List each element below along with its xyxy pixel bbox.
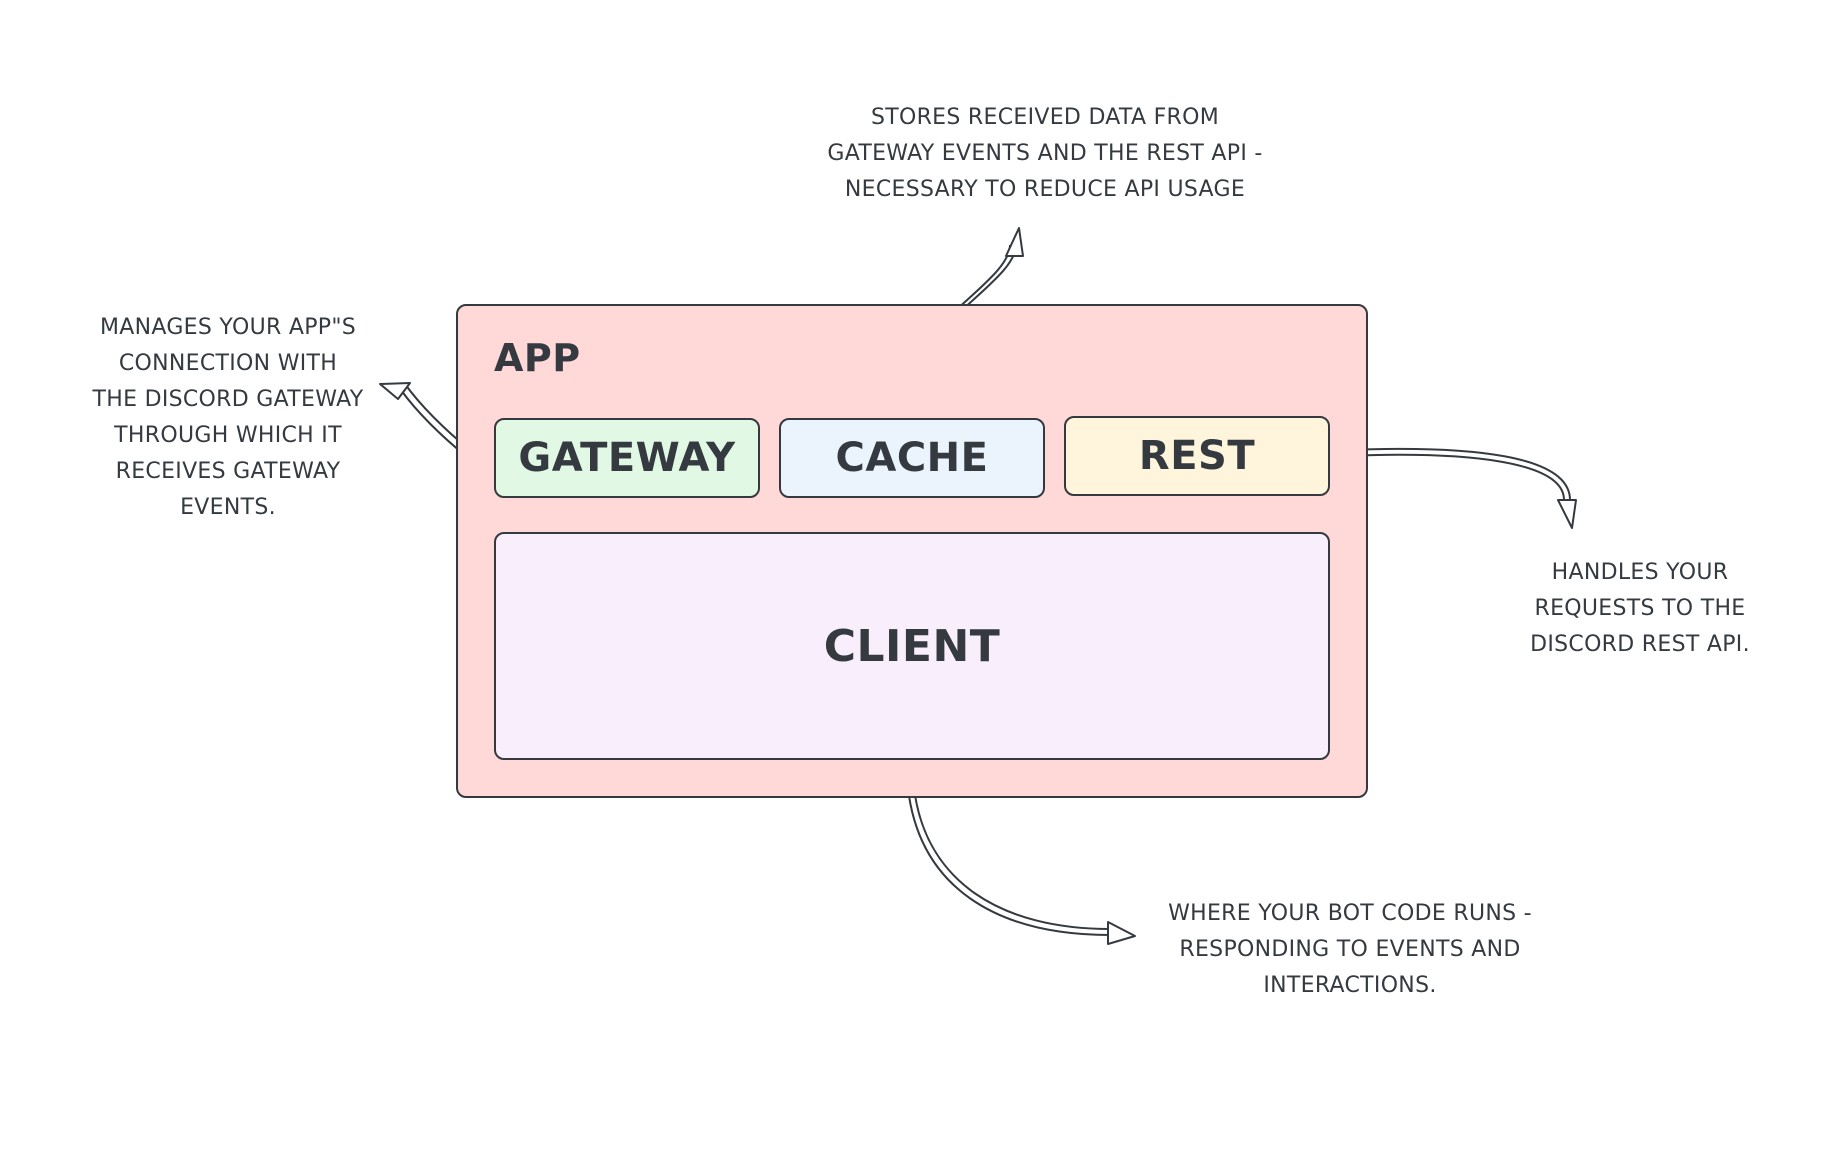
gateway-note-line: RECEIVES GATEWAY bbox=[115, 459, 341, 484]
client-note-line: WHERE YOUR BOT CODE RUNS - bbox=[1168, 901, 1532, 926]
gateway-note-line: MANAGES YOUR APP"S bbox=[99, 315, 357, 340]
rest-label: REST bbox=[1138, 433, 1256, 479]
client-note: WHERE YOUR BOT CODE RUNS - RESPONDING TO… bbox=[1130, 896, 1570, 1004]
client-label: CLIENT bbox=[823, 620, 1001, 672]
gateway-note-line: EVENTS. bbox=[180, 495, 276, 520]
gateway-note-line: THE DISCORD GATEWAY bbox=[92, 387, 364, 412]
gateway-arrowhead-left bbox=[379, 382, 411, 400]
client-connector bbox=[906, 777, 1111, 936]
rest-note: HANDLES YOUR REQUESTS TO THE DISCORD RES… bbox=[1480, 555, 1800, 663]
cache-note: STORES RECEIVED DATA FROM GATEWAY EVENTS… bbox=[780, 100, 1310, 208]
app-title: APP bbox=[494, 336, 581, 380]
cache-label: CACHE bbox=[835, 435, 989, 481]
cache-note-line: NECESSARY TO REDUCE API USAGE bbox=[844, 177, 1246, 202]
cache-arrowhead-top bbox=[1005, 227, 1024, 257]
rest-note-line: DISCORD REST API. bbox=[1530, 632, 1750, 657]
rest-connector-inner bbox=[1344, 453, 1565, 501]
client-arrowhead-right bbox=[1107, 921, 1136, 945]
cache-note-line: STORES RECEIVED DATA FROM bbox=[870, 105, 1220, 130]
rest-note-line: HANDLES YOUR bbox=[1551, 560, 1729, 585]
gateway-note: MANAGES YOUR APP"S CONNECTION WITH THE D… bbox=[60, 310, 396, 526]
cache-box: CACHE bbox=[779, 418, 1045, 498]
rest-note-line: REQUESTS TO THE bbox=[1534, 596, 1746, 621]
client-note-line: INTERACTIONS. bbox=[1263, 973, 1437, 998]
client-connector-inner bbox=[912, 777, 1111, 930]
gateway-box: GATEWAY bbox=[494, 418, 760, 498]
client-box: CLIENT bbox=[494, 532, 1330, 760]
rest-arrowhead-bottom bbox=[1557, 499, 1577, 529]
client-note-line: RESPONDING TO EVENTS AND bbox=[1179, 937, 1521, 962]
rest-box: REST bbox=[1064, 416, 1330, 496]
gateway-label: GATEWAY bbox=[518, 435, 736, 481]
rest-connector bbox=[1344, 447, 1571, 501]
cache-note-line: GATEWAY EVENTS AND THE REST API - bbox=[827, 141, 1263, 166]
gateway-note-line: THROUGH WHICH IT bbox=[114, 423, 342, 448]
gateway-note-line: CONNECTION WITH bbox=[118, 351, 338, 376]
